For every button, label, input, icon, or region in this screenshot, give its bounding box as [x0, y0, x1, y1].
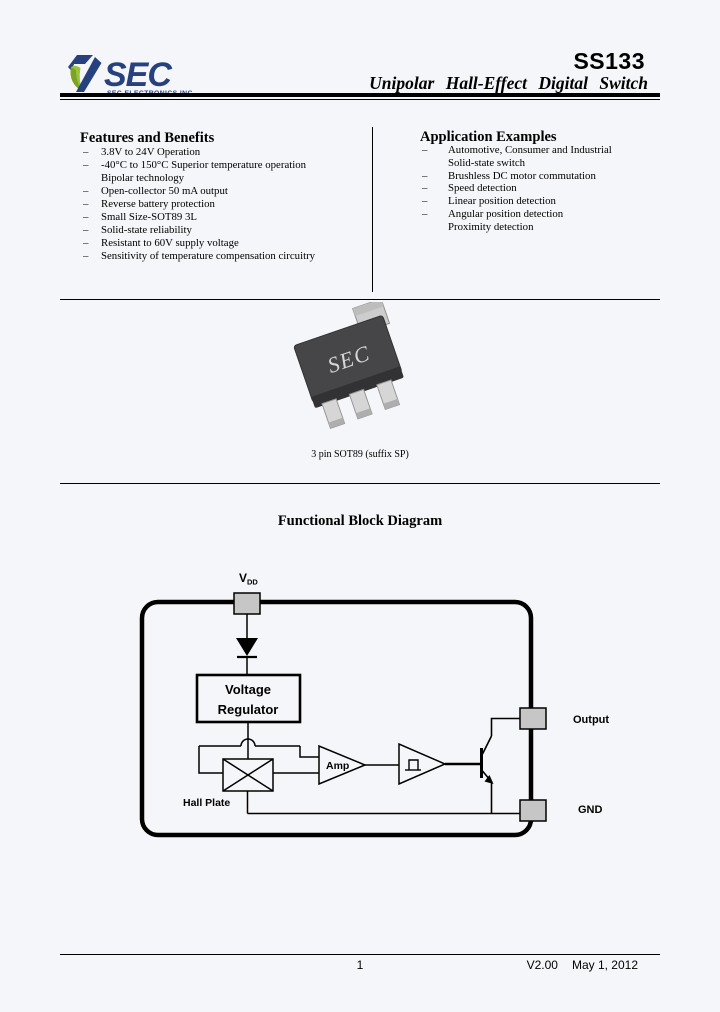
list-item: –Open-collector 50 mA output	[83, 185, 368, 198]
package-photo: SEC	[293, 302, 404, 429]
date: May 1, 2012	[571, 958, 638, 972]
list-item: – Automotive, Consumer and Industrial	[422, 144, 657, 157]
bullet: –	[83, 159, 89, 171]
diode-icon	[236, 638, 258, 659]
list-item-text: Proximity detection	[448, 220, 534, 233]
list-item-text: Brushless DC motor commutation	[448, 169, 596, 182]
sec-logo-emblem	[68, 55, 102, 92]
list-item-text: Open-collector 50 mA output	[101, 185, 228, 197]
amplifier-symbol	[318, 744, 367, 786]
vdd-pad	[233, 592, 261, 615]
bullet: –	[83, 224, 89, 236]
voltage-regulator-label-2: Regulator	[218, 702, 279, 717]
list-item-text: Linear position detection	[448, 195, 556, 208]
version: V2.00	[526, 958, 558, 972]
sec-logo-wordmark: SEC	[104, 56, 172, 94]
bullet: –	[422, 169, 428, 182]
list-item: –Small Size-SOT89 3L	[83, 211, 368, 224]
bullet	[422, 157, 448, 170]
features-list: –3.8V to 24V Operation –-40°C to 150°C S…	[83, 146, 368, 263]
bullet: –	[83, 185, 89, 197]
part-number: SS133	[573, 48, 645, 74]
wire-hop	[240, 738, 256, 747]
list-item: –Solid-state reliability	[83, 224, 368, 237]
list-item: –3.8V to 24V Operation	[83, 146, 368, 159]
list-item-text: Solid-state switch	[448, 156, 526, 169]
list-item: Bipolar technology	[83, 172, 368, 185]
list-item-text: Angular position detection	[448, 207, 564, 220]
output-pad	[519, 707, 547, 730]
package-body-side	[311, 366, 404, 408]
list-item-text: Resistant to 60V supply voltage	[101, 237, 239, 249]
list-item-text: -40°C to 150°C Superior temperature oper…	[101, 159, 307, 171]
header-rule-thin	[60, 98, 660, 101]
footer-rule	[60, 954, 660, 955]
list-item-text: Automotive, Consumer and Industrial	[448, 144, 612, 156]
list-item: – Linear position detection	[422, 195, 657, 208]
voltage-regulator-label-1: Voltage	[225, 682, 271, 697]
voltage-regulator-box	[195, 673, 302, 724]
page-number: 1	[356, 958, 364, 972]
gnd-pad	[519, 799, 547, 822]
footer-version-date: V2.00 May 1, 2012	[360, 958, 638, 972]
bullet: –	[83, 146, 89, 158]
output-label: Output	[573, 714, 609, 726]
list-item: Proximity detection	[422, 221, 657, 234]
list-item: – Brushless DC motor commutation	[422, 170, 657, 183]
applications-title: Application Examples	[420, 129, 557, 145]
bullet: –	[422, 144, 428, 156]
vdd-label: VDD	[239, 571, 258, 587]
list-item-text: Sensitivity of temperature compensation …	[101, 250, 316, 262]
applications-list: – Automotive, Consumer and Industrial Sol…	[422, 144, 657, 234]
amplifier-label: Amp	[326, 760, 349, 772]
package-caption: 3 pin SOT89 (suffix SP)	[311, 449, 409, 460]
bullet: –	[422, 182, 428, 195]
list-item: –Sensitivity of temperature compensation…	[83, 250, 368, 263]
list-item: – Speed detection	[422, 182, 657, 195]
bullet: –	[83, 250, 89, 262]
list-item-text: Small Size-SOT89 3L	[101, 211, 197, 223]
transistor-symbol	[480, 717, 520, 814]
functional-block-diagram: VDD Voltage Regulator	[139, 571, 609, 838]
bullet: –	[83, 237, 89, 249]
schmitt-trigger-symbol	[398, 742, 447, 786]
bullet	[422, 221, 448, 234]
hall-plate-symbol	[222, 758, 274, 792]
document-subtitle: Unipolar Hall-Effect Digital Switch	[369, 73, 648, 93]
header-rule-thick	[60, 93, 660, 97]
list-item: –-40°C to 150°C Superior temperature ope…	[83, 159, 368, 172]
list-item-text: Reverse battery protection	[101, 198, 215, 210]
list-item: –Resistant to 60V supply voltage	[83, 237, 368, 250]
hall-plate-label: Hall Plate	[183, 797, 230, 809]
list-item-text: Speed detection	[448, 182, 517, 195]
bullet: –	[422, 195, 428, 208]
bullet: –	[83, 198, 89, 210]
bullet	[83, 172, 101, 185]
list-item: – Angular position detection	[422, 208, 657, 221]
list-item: –Reverse battery protection	[83, 198, 368, 211]
list-item-text: Solid-state reliability	[101, 224, 192, 236]
column-divider	[372, 127, 374, 292]
wires	[198, 614, 520, 815]
features-title: Features and Benefits	[80, 130, 215, 146]
list-item-text: 3.8V to 24V Operation	[101, 146, 201, 158]
list-item: Solid-state switch	[422, 157, 657, 170]
package-leads	[321, 379, 401, 429]
list-item-text: Bipolar technology	[101, 172, 185, 184]
gnd-label: GND	[578, 804, 603, 816]
section-rule	[60, 483, 660, 485]
bullet: –	[422, 207, 428, 220]
sec-logo: SEC SEC ELECTRONICS INC.	[68, 55, 195, 97]
section-rule	[60, 299, 660, 301]
diagram-title: Functional Block Diagram	[277, 513, 443, 529]
bullet: –	[83, 211, 89, 223]
